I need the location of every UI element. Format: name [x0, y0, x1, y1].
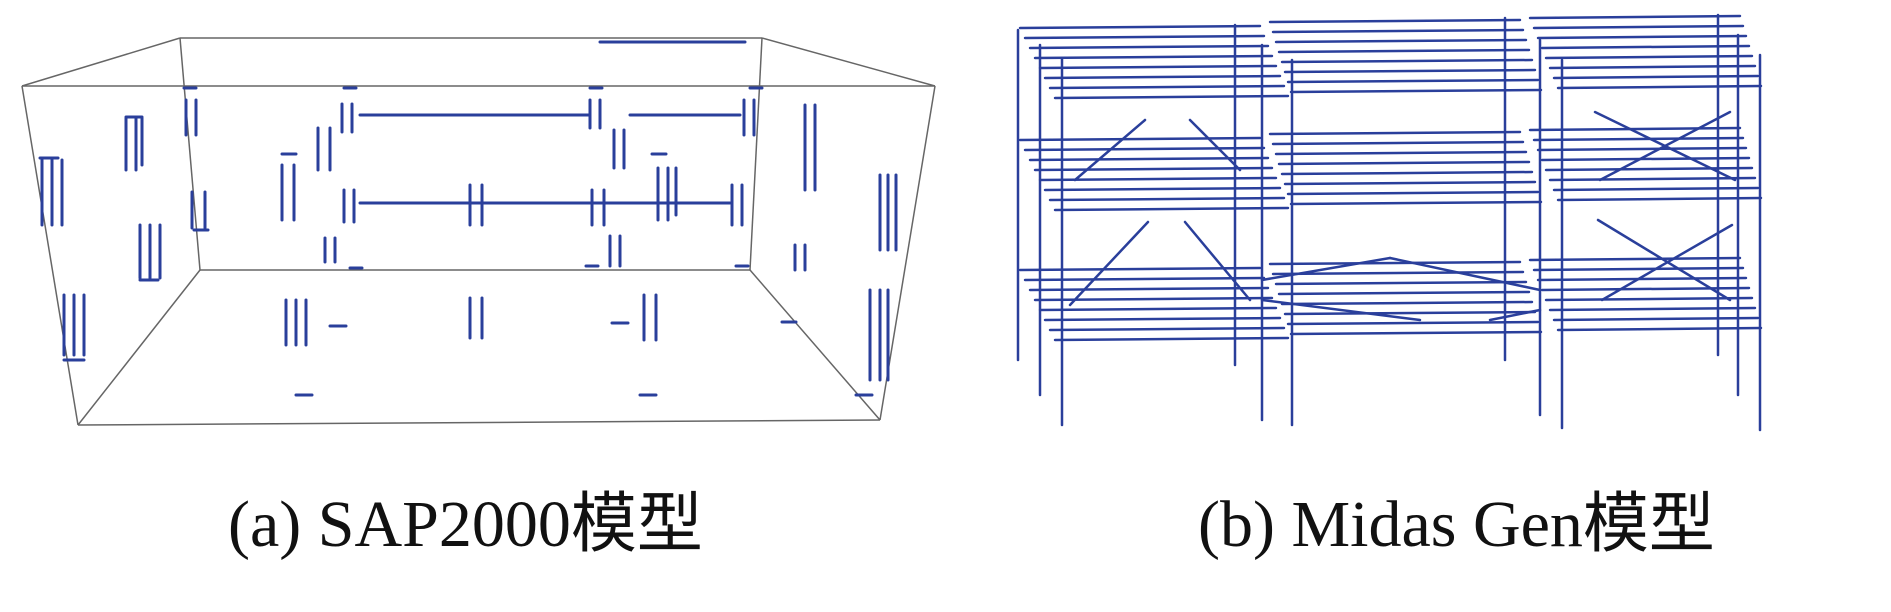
- beam: [1274, 280, 1528, 286]
- beam: [1532, 266, 1745, 272]
- beam: [1286, 78, 1540, 84]
- beam: [1540, 156, 1751, 162]
- beam: [1532, 24, 1745, 30]
- beam: [1548, 176, 1757, 182]
- beam: [1536, 34, 1748, 40]
- beam: [1018, 24, 1262, 30]
- beam: [1023, 34, 1266, 40]
- beam: [1280, 300, 1534, 306]
- beam: [1038, 306, 1278, 312]
- beam: [1043, 316, 1282, 322]
- brace: [1188, 118, 1242, 172]
- beam: [1271, 28, 1525, 34]
- brace: [1596, 218, 1732, 302]
- beam: [1283, 68, 1537, 74]
- beam: [1544, 296, 1754, 302]
- beam: [1028, 286, 1270, 292]
- midas-gen-model-panel: [1000, 0, 1891, 450]
- beam: [1556, 196, 1763, 202]
- beam: [1048, 84, 1286, 90]
- beam: [1283, 310, 1537, 316]
- midas-gen-model-drawing: [1016, 13, 1763, 432]
- beam: [1532, 136, 1745, 142]
- brace: [1598, 110, 1732, 182]
- brace: [1260, 298, 1422, 322]
- caption-midas-gen-model: (b) Midas Gen模型: [1198, 488, 1715, 561]
- beam: [1028, 44, 1270, 50]
- beam: [1043, 74, 1282, 80]
- beam: [1280, 58, 1534, 64]
- frame-members: [1016, 13, 1763, 432]
- beam: [1556, 326, 1763, 332]
- beam: [1544, 54, 1754, 60]
- beam: [1274, 150, 1528, 156]
- beam: [1544, 166, 1754, 172]
- beam: [1286, 190, 1540, 196]
- beam: [1536, 146, 1748, 152]
- beam: [1548, 64, 1757, 70]
- brace: [1068, 220, 1150, 307]
- beam: [1023, 276, 1266, 282]
- beam: [1053, 94, 1290, 100]
- beam: [1283, 180, 1537, 186]
- beam: [1271, 270, 1525, 276]
- beam: [1268, 260, 1522, 266]
- beam: [1048, 326, 1286, 332]
- beam: [1038, 176, 1278, 182]
- beam: [1540, 286, 1751, 292]
- beam: [1268, 18, 1522, 24]
- brace: [1073, 118, 1147, 182]
- beam: [1289, 330, 1543, 336]
- beam: [1552, 186, 1760, 192]
- beam: [1556, 84, 1763, 90]
- sap2000-model-panel: [0, 0, 960, 450]
- beam: [1023, 146, 1266, 152]
- beam: [1053, 336, 1290, 342]
- beam: [1274, 38, 1528, 44]
- beam: [1043, 186, 1282, 192]
- beam: [1271, 140, 1525, 146]
- beam: [1540, 44, 1751, 50]
- brace: [1488, 308, 1542, 322]
- beam: [1033, 54, 1274, 60]
- beam: [1053, 206, 1290, 212]
- beam: [1280, 170, 1534, 176]
- beam: [1277, 160, 1531, 166]
- brace: [1260, 256, 1392, 282]
- beam: [1277, 48, 1531, 54]
- beam: [1548, 306, 1757, 312]
- beam: [1268, 130, 1522, 136]
- beam: [1528, 14, 1742, 20]
- beam: [1289, 88, 1543, 94]
- caption-sap2000-model: (a) SAP2000模型: [228, 488, 703, 561]
- beam: [1277, 290, 1531, 296]
- beam: [1033, 296, 1274, 302]
- beam: [1289, 200, 1543, 206]
- beam: [1528, 256, 1742, 262]
- beam: [1033, 166, 1274, 172]
- structural-members: [38, 40, 898, 397]
- brace: [1183, 220, 1252, 302]
- beam: [1536, 276, 1748, 282]
- beam: [1552, 316, 1760, 322]
- beam: [1552, 74, 1760, 80]
- beam: [1018, 136, 1262, 142]
- brace: [1388, 256, 1542, 292]
- beam: [1028, 156, 1270, 162]
- beam: [1018, 266, 1262, 272]
- brace: [1600, 223, 1734, 302]
- beam: [1048, 196, 1286, 202]
- beam: [1528, 126, 1742, 132]
- sap2000-model-drawing: [21, 37, 936, 426]
- beam: [1038, 64, 1278, 70]
- bounding-box: [21, 37, 936, 426]
- beam: [1286, 320, 1540, 326]
